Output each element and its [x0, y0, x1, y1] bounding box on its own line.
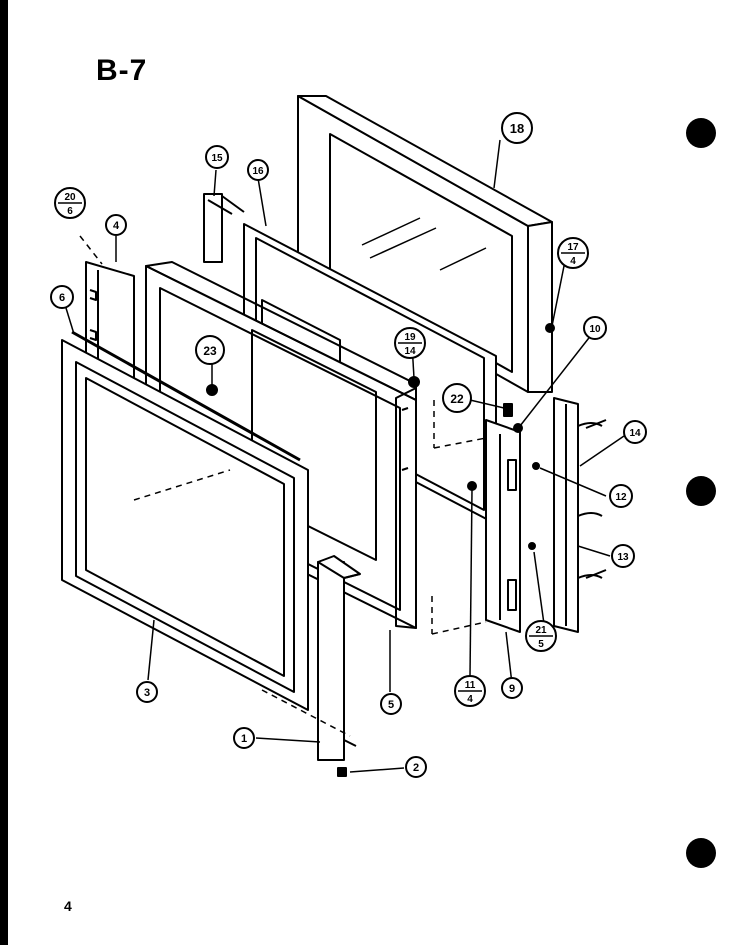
part-13-14-latch-assembly: [553, 397, 607, 633]
callout-21-5: 215: [525, 620, 557, 652]
svg-text:12: 12: [615, 492, 627, 503]
svg-text:6: 6: [67, 206, 73, 217]
part-11-fastener: [467, 481, 477, 491]
callout-11-4: 114: [454, 675, 486, 707]
part-9-latch-plate: [485, 419, 521, 633]
part-19-fastener: [408, 376, 420, 388]
binder-hole-bottom: [686, 838, 716, 868]
callout-1: 1: [233, 727, 255, 749]
svg-text:22: 22: [450, 392, 464, 406]
alignment-guides: [79, 235, 487, 737]
svg-text:14: 14: [629, 428, 641, 439]
callout-17-4: 174: [557, 237, 589, 269]
part-2-screw: [337, 767, 347, 777]
svg-text:17: 17: [567, 242, 579, 253]
svg-text:4: 4: [570, 256, 576, 267]
binder-hole-top: [686, 118, 716, 148]
svg-text:21: 21: [535, 625, 547, 636]
svg-text:6: 6: [59, 292, 65, 304]
svg-text:13: 13: [617, 552, 629, 563]
svg-text:3: 3: [144, 687, 150, 699]
part-3-front-frame: [61, 339, 309, 711]
part-21-fastener: [528, 542, 536, 550]
callout-23: 23: [195, 335, 225, 365]
svg-text:1: 1: [241, 733, 247, 745]
callout-3: 3: [136, 681, 158, 703]
svg-text:23: 23: [203, 344, 217, 358]
svg-text:16: 16: [252, 166, 264, 177]
callout-6: 6: [50, 285, 74, 309]
svg-text:5: 5: [538, 639, 544, 650]
svg-text:4: 4: [467, 694, 473, 705]
svg-text:14: 14: [404, 346, 416, 357]
callout-18: 18: [501, 112, 533, 144]
callout-14: 14: [623, 420, 647, 444]
callout-22: 22: [442, 383, 472, 413]
svg-text:5: 5: [388, 699, 394, 711]
part-22-spring: [503, 403, 513, 417]
callout-20-6: 206: [54, 187, 86, 219]
part-18-glass-panel: [297, 95, 553, 393]
callout-5: 5: [380, 693, 402, 715]
part-1-handle: [317, 555, 361, 761]
part-15-bracket: [203, 193, 245, 263]
svg-text:2: 2: [413, 762, 419, 774]
callout-15: 15: [205, 145, 229, 169]
callout-2: 2: [405, 756, 427, 778]
callout-13: 13: [611, 544, 635, 568]
binder-hole-middle: [686, 476, 716, 506]
diagram-title: B-7: [96, 54, 148, 87]
page-number: 4: [64, 898, 72, 914]
callout-4: 4: [105, 214, 127, 236]
part-6-gasket-strip: [71, 330, 301, 462]
callout-16: 16: [247, 159, 269, 181]
svg-text:10: 10: [589, 324, 601, 335]
svg-text:15: 15: [211, 153, 223, 164]
svg-text:4: 4: [113, 220, 120, 232]
svg-text:9: 9: [509, 683, 515, 695]
svg-text:18: 18: [510, 121, 524, 136]
part-23-fastener: [206, 384, 218, 396]
part-12-fastener: [532, 462, 540, 470]
callout-9: 9: [501, 677, 523, 699]
svg-text:20: 20: [64, 192, 76, 203]
callout-10: 10: [583, 316, 607, 340]
leader-lines: [65, 139, 625, 773]
svg-text:11: 11: [465, 680, 476, 691]
callout-12: 12: [609, 484, 633, 508]
svg-text:19: 19: [404, 332, 416, 343]
